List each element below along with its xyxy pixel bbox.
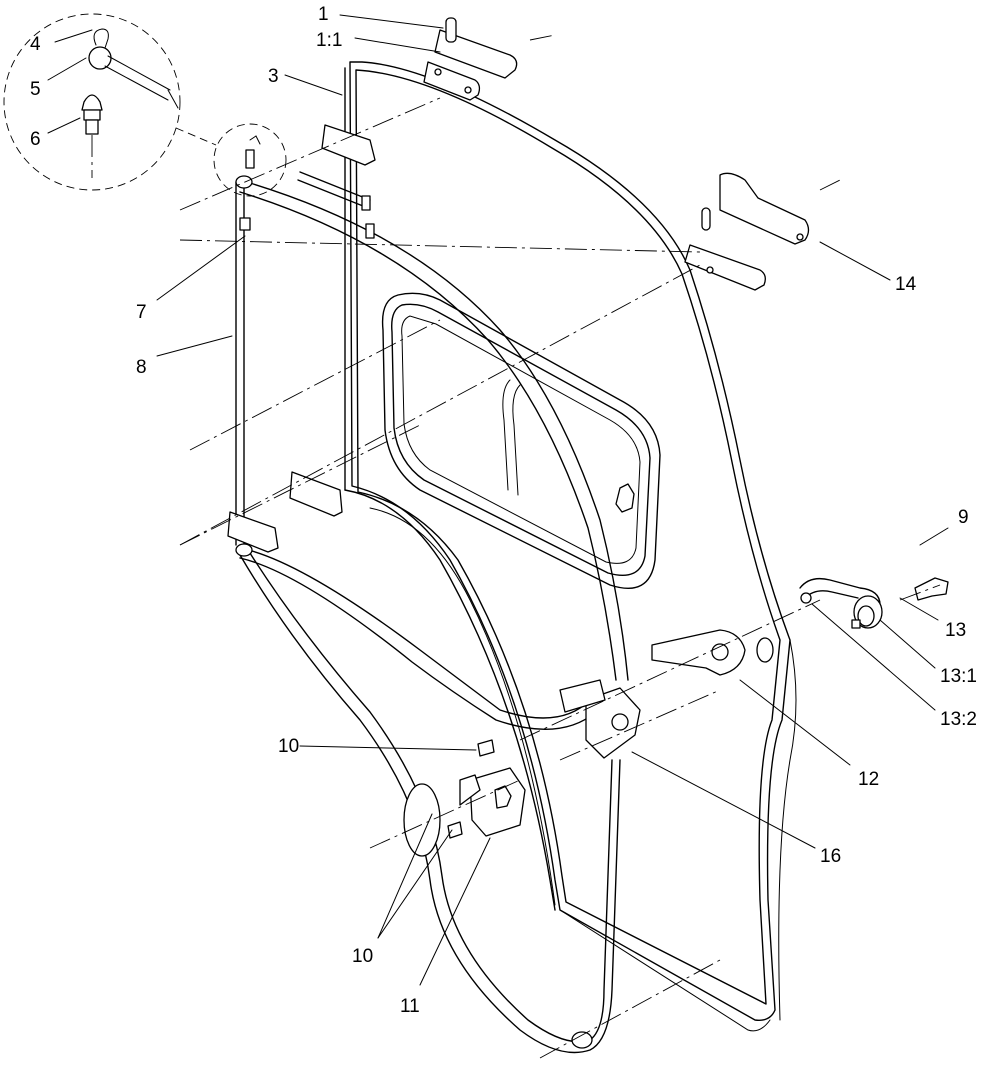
door-window	[381, 292, 661, 589]
callout-1-1: 1:1	[316, 30, 342, 51]
round-cover	[403, 783, 441, 857]
detail-view	[3, 13, 287, 197]
support-rod	[235, 181, 245, 546]
lock-hole	[756, 637, 774, 663]
callout-16: 16	[820, 846, 841, 867]
callout-4: 4	[30, 34, 41, 55]
door-latch	[459, 679, 641, 837]
ball-stud-part	[81, 94, 103, 111]
hinge-plate-14	[719, 172, 810, 245]
callout-9: 9	[958, 507, 969, 528]
detail-circle	[3, 13, 181, 191]
callout-10-upper: 10	[278, 736, 299, 757]
window-latch	[615, 483, 635, 513]
callout-13-1: 13:1	[940, 666, 977, 687]
callout-12: 12	[858, 769, 879, 790]
door-frame-tube	[235, 175, 629, 1054]
callout-7: 7	[136, 302, 147, 323]
cotter-pin-part	[93, 28, 109, 52]
detail-connector-line	[175, 127, 217, 146]
door-panel-inner-edge	[355, 69, 781, 1005]
callout-5: 5	[30, 79, 41, 100]
ball-joint-part	[88, 46, 112, 70]
leader-lines	[47, 14, 949, 986]
outer-handle	[799, 577, 881, 606]
callout-13-2: 13:2	[940, 709, 977, 730]
door-panel	[344, 61, 797, 1032]
callout-11: 11	[400, 996, 420, 1017]
handle-assembly	[799, 577, 949, 629]
striker-plate	[651, 629, 774, 676]
top-links	[239, 135, 375, 239]
key-part	[914, 577, 949, 601]
middle-hinge	[684, 172, 810, 291]
bolt-10-lower-b	[447, 821, 463, 839]
window-frame-inner	[391, 303, 651, 577]
callout-14: 14	[895, 274, 917, 295]
detail-source-circle	[213, 123, 287, 197]
callout-3: 3	[268, 66, 279, 87]
hinge-plate-upper	[434, 29, 518, 79]
callout-13: 13	[945, 620, 966, 641]
bolt-10-upper	[477, 739, 495, 757]
callout-1: 1	[318, 4, 329, 25]
hinge-pin	[445, 17, 457, 43]
callout-6: 6	[30, 129, 41, 150]
striker-plate-part	[651, 629, 746, 676]
assembly-lines	[179, 34, 941, 1059]
callout-8: 8	[136, 357, 147, 378]
callout-10-lower: 10	[352, 946, 373, 967]
lower-hinge	[227, 471, 343, 553]
handle-washer	[800, 592, 812, 604]
callout-labels: 1 1:1 3 4 5 6 7 8 9 10 10 11 12 13 13:1 …	[30, 4, 977, 1017]
upper-hinge	[321, 17, 518, 166]
window-frame-outer	[381, 292, 661, 589]
cable-rod	[104, 55, 171, 101]
